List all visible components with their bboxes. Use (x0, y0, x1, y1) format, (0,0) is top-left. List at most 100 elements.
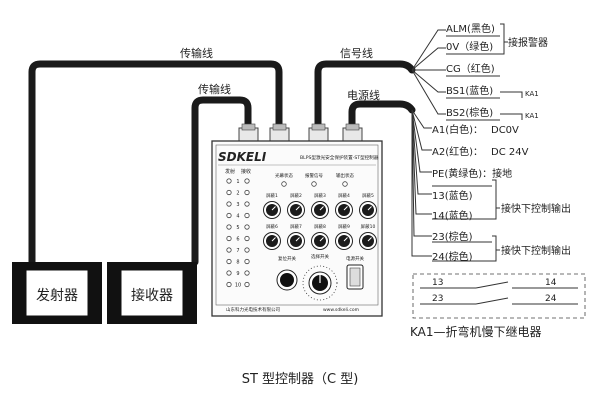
wire-label-a2: A2(红色)： (432, 145, 483, 158)
status-label-2: 报警信号 (305, 172, 323, 179)
channel-number: 8 (236, 259, 239, 265)
emit-led (226, 247, 232, 253)
connector-4 (342, 123, 363, 143)
wire-label-0v: 0V（绿色) (446, 40, 493, 53)
emit-led (226, 178, 232, 184)
emit-led (226, 235, 232, 242)
transmission-cable-inner (191, 96, 252, 266)
recv-led (244, 235, 250, 242)
emitter-label: 发射器 (36, 288, 78, 304)
relay-contact-13: 13 (432, 278, 443, 288)
emitter-device: 发射器 (12, 262, 102, 324)
lower-output-bracket-1 (492, 179, 500, 220)
wire-label-pe: PE(黄绿色)：接地 (432, 167, 512, 180)
power-switch-label: 电源开关 (346, 255, 364, 262)
mask-knob-label: 屏蔽6 (266, 223, 278, 230)
channel-number: 10 (235, 282, 241, 288)
power-wire-fan (411, 109, 432, 257)
select-switch-scale (302, 265, 338, 301)
wire-label-13: 13(蓝色) (432, 189, 473, 202)
mask-knob-pointer (295, 206, 300, 211)
recv-led (244, 224, 250, 230)
channel-number: 2 (236, 190, 239, 196)
mask-knob-pointer (367, 237, 372, 242)
mask-knob-label: 屏蔽1 (266, 192, 278, 199)
recv-led (244, 178, 250, 184)
select-switch-label: 选择开关 (311, 253, 329, 260)
lower-output-note-1: 接快下控制输出 (501, 202, 571, 215)
channel-number: 1 (236, 179, 239, 185)
wire-label-cg: CG（红色) (446, 62, 495, 75)
column-recv-label: 接收 (241, 168, 251, 175)
signal-wire-fan (411, 29, 446, 115)
wire-label-23: 23(棕色) (432, 230, 473, 243)
recv-led (244, 281, 250, 288)
connector-3 (308, 123, 329, 143)
channel-number: 6 (236, 236, 239, 242)
power-cable (348, 100, 416, 134)
receiver-label: 接收器 (131, 287, 173, 304)
status-label-1: 光幕状态 (275, 172, 293, 179)
emit-led (226, 224, 232, 230)
wire-label-a1: A1(白色)： (432, 123, 483, 136)
brand-logo: SDKELI (218, 150, 267, 164)
recv-led (244, 212, 250, 219)
receiver-device: 接收器 (107, 262, 197, 324)
status-led-1 (281, 181, 287, 187)
emit-led (226, 201, 232, 207)
recv-led (244, 270, 250, 276)
mask-knob-label: 屏蔽2 (290, 192, 302, 199)
cable-label-power: 电源线 (347, 88, 380, 102)
recv-led (244, 189, 250, 196)
connector-2 (269, 123, 290, 143)
channel-number: 9 (236, 271, 239, 277)
cable-label-signal: 信号线 (340, 46, 373, 60)
wire-label-bs2: BS2(棕色) (446, 106, 493, 119)
channel-number: 7 (236, 248, 239, 254)
ka1-note-bs1: KA1 (525, 90, 539, 98)
ka1-note-bs2: KA1 (525, 112, 539, 120)
ka1-bracket-bs1 (500, 91, 523, 98)
channel-number: 5 (236, 225, 239, 231)
a2-value: DC 24V (491, 147, 529, 158)
mask-knob-pointer (271, 206, 276, 211)
mask-knob-label: 屏蔽5 (362, 192, 374, 199)
transmission-cable-outer (28, 60, 283, 266)
mask-knob-pointer (343, 237, 348, 242)
mask-knob-label: 屏蔽7 (290, 223, 302, 230)
mask-knob-pointer (271, 237, 276, 242)
column-emit-label: 发射 (225, 168, 235, 175)
emit-led (226, 189, 232, 196)
relay-contact-14: 14 (545, 278, 557, 288)
reset-switch-label: 复位开关 (278, 255, 296, 262)
relay-contact-24: 24 (545, 294, 557, 304)
status-led-2 (311, 181, 317, 187)
mask-knob-label: 屏蔽3 (314, 192, 326, 199)
wire-label-24: 24(棕色) (432, 250, 473, 263)
mask-knob-pointer (319, 206, 324, 211)
alarm-bracket (500, 23, 508, 55)
relay-contact-diagram (412, 273, 586, 319)
signal-cable (314, 60, 416, 134)
lower-output-bracket-2 (492, 235, 500, 262)
recv-led (244, 201, 250, 207)
alarm-note: 接报警器 (508, 36, 548, 49)
figure-caption: ST 型控制器（C 型) (242, 372, 359, 387)
mask-knob-pointer (319, 237, 324, 242)
mask-knob-label: 屏蔽4 (338, 192, 350, 199)
emit-led (226, 281, 232, 288)
mask-knob-label: 屏蔽8 (314, 223, 326, 230)
ka1-bracket-bs2 (500, 113, 523, 120)
cable-label-transmission-top: 传输线 (180, 46, 213, 60)
connector-1 (238, 123, 259, 143)
emit-led (226, 258, 232, 265)
relay-caption: KA1—折弯机慢下继电器 (410, 324, 542, 339)
reset-switch-button[interactable] (280, 273, 294, 287)
status-label-3: 输出状态 (336, 172, 354, 179)
controller-website: www.sdkeli.com (323, 307, 359, 313)
emit-led (226, 270, 232, 276)
status-led-3 (342, 181, 348, 187)
recv-led (244, 247, 250, 253)
